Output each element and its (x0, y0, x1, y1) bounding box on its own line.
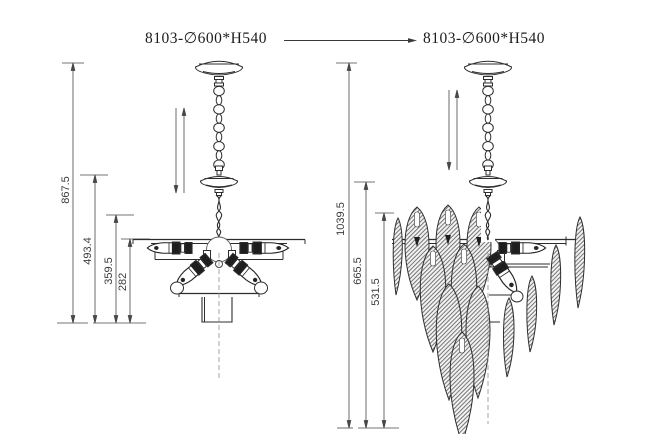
leaf (526, 275, 538, 353)
left-fixture-view: 867.5 493.4 359.5 282 (57, 60, 306, 379)
right-fixture-view: 1039.5 665.5 531.5 (335, 60, 586, 434)
dimension-label: 282 (117, 273, 129, 291)
title-leader-arrow (284, 38, 417, 43)
dimension-label: 1039.5 (335, 202, 347, 236)
suspension-chain (463, 60, 513, 243)
dimension-label: 665.5 (352, 257, 364, 285)
suspension-chain (194, 60, 244, 243)
left-fixture-body (132, 236, 306, 323)
left-view-title: 8103-∅600*H540 (144, 30, 268, 47)
right-dimension-lines (336, 62, 399, 429)
right-view-title: 8103-∅600*H540 (422, 30, 546, 47)
leaf (503, 297, 515, 378)
dimension-label: 867.5 (60, 176, 72, 204)
leaf (550, 244, 562, 326)
height-adjust-arrows (446, 89, 460, 171)
right-fixture-candles (485, 241, 547, 303)
left-dimension-lines (57, 62, 150, 324)
leaf (449, 331, 475, 434)
dimension-label: 359.5 (103, 257, 115, 285)
crystal-leaves (392, 204, 586, 434)
height-adjust-arrows (173, 107, 187, 194)
leaf (392, 216, 403, 296)
dimension-label: 531.5 (370, 278, 382, 306)
dimension-label: 493.4 (82, 237, 94, 265)
leaf (574, 215, 586, 309)
